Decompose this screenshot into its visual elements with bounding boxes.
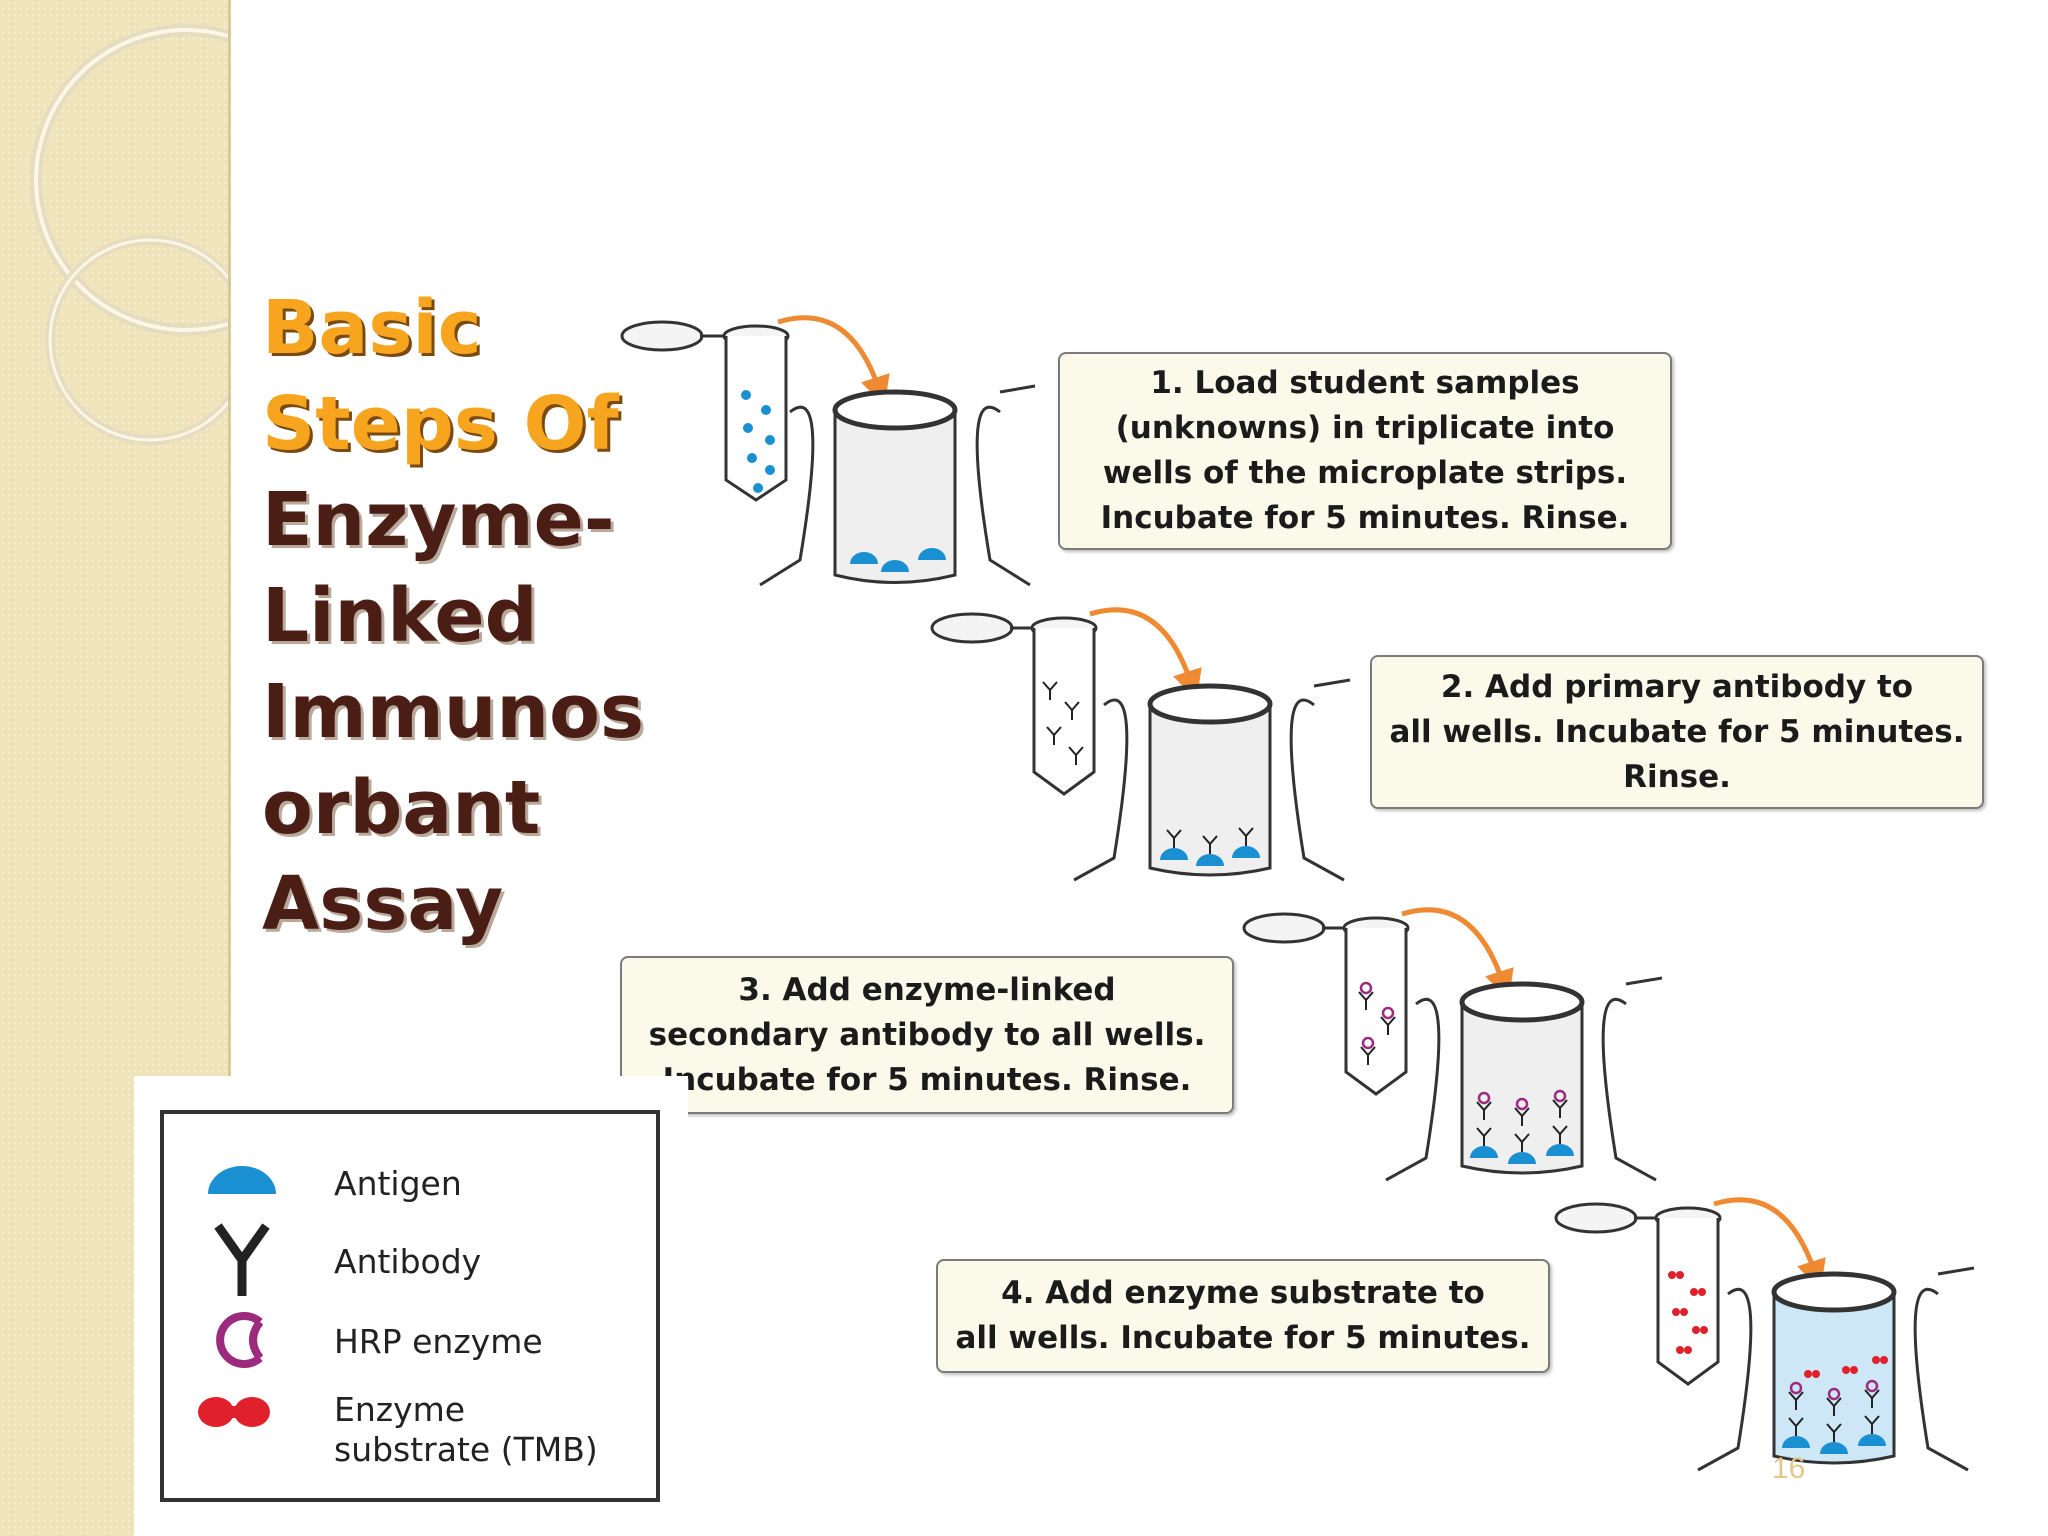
slide-title: Basic Steps Of Enzyme- Linked Immunos or…	[262, 280, 644, 952]
step2-illustration	[930, 607, 1351, 882]
step1-illustration	[620, 315, 1036, 587]
microplate-well	[759, 384, 1036, 587]
sidebar-divider	[228, 0, 231, 1536]
pipette-tube	[1242, 912, 1410, 1096]
pipette-tube	[620, 320, 790, 502]
pipette-tube	[1554, 1202, 1722, 1386]
antigen-icon	[208, 1166, 276, 1194]
legend-item-substrate: Enzyme substrate (TMB)	[164, 1382, 656, 1469]
microplate-well	[1697, 1266, 1975, 1472]
step3-illustration	[1242, 907, 1663, 1182]
decorative-rings	[30, 24, 228, 445]
legend-item-hrp: HRP enzyme	[164, 1300, 656, 1380]
legend-label: Antigen	[334, 1164, 462, 1203]
legend: Antigen Antibody HRP enzyme Enzyme subst…	[160, 1110, 660, 1502]
decorative-sidebar	[0, 0, 228, 1536]
title-line: Assay	[262, 861, 504, 947]
page-number: 16	[1772, 1452, 1806, 1485]
hrp-enzyme-icon	[216, 1312, 264, 1368]
step2-box: 2. Add primary antibody to all wells. In…	[1370, 655, 1984, 809]
legend-label: Enzyme substrate (TMB)	[334, 1390, 598, 1469]
step4-illustration	[1554, 1197, 1975, 1472]
microplate-well	[1385, 976, 1663, 1182]
step4-box: 4. Add enzyme substrate to all wells. In…	[936, 1259, 1550, 1373]
title-line: Steps Of	[262, 381, 619, 467]
enzyme-substrate-icon	[198, 1397, 270, 1427]
title-line: Linked	[262, 573, 538, 659]
antibody-icon	[214, 1223, 270, 1296]
title-line: Basic	[262, 285, 482, 371]
legend-item-antibody: Antibody	[164, 1220, 656, 1300]
pipette-tube	[930, 612, 1098, 796]
step1-box: 1. Load student samples (unknowns) in tr…	[1058, 352, 1672, 550]
title-line: Enzyme-	[262, 477, 615, 563]
title-line: Immunos	[262, 669, 644, 755]
legend-label: HRP enzyme	[334, 1322, 543, 1361]
legend-label: Antibody	[334, 1242, 482, 1281]
microplate-well	[1073, 678, 1351, 882]
legend-item-antigen: Antigen	[164, 1142, 656, 1222]
title-line: orbant	[262, 765, 541, 851]
step3-box: 3. Add enzyme-linked secondary antibody …	[620, 956, 1234, 1114]
